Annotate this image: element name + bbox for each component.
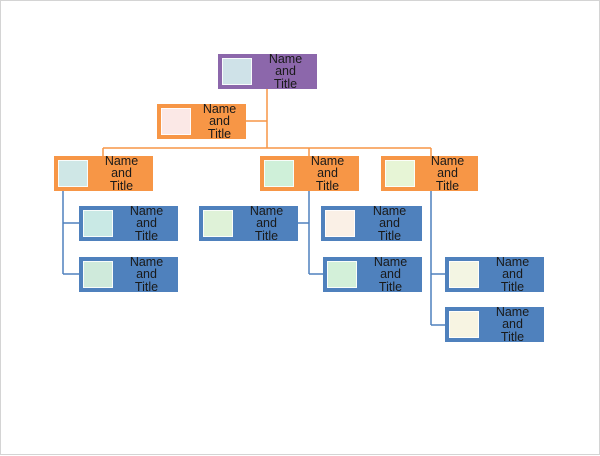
title-text: Title bbox=[500, 329, 525, 344]
and-text: and bbox=[502, 317, 523, 332]
title-text: Title bbox=[315, 178, 340, 193]
photo-placeholder bbox=[83, 261, 113, 288]
name-text: Name bbox=[430, 153, 465, 168]
and-text: and bbox=[111, 166, 132, 181]
photo-placeholder bbox=[449, 261, 479, 288]
name-text: Name bbox=[104, 153, 139, 168]
name-text: Name bbox=[495, 254, 530, 269]
name-text: Name bbox=[310, 153, 345, 168]
title-text: Title bbox=[378, 279, 403, 294]
photo-placeholder bbox=[58, 160, 88, 187]
and-text: and bbox=[437, 166, 458, 181]
name-text: Name bbox=[372, 203, 407, 218]
and-text: and bbox=[379, 216, 400, 231]
and-text: and bbox=[317, 166, 338, 181]
and-text: and bbox=[256, 216, 277, 231]
title-text: Title bbox=[109, 178, 134, 193]
photo-placeholder bbox=[161, 108, 191, 135]
title-text: Title bbox=[207, 126, 232, 141]
name-text: Name bbox=[129, 254, 164, 269]
name-text: Name bbox=[495, 304, 530, 319]
and-text: and bbox=[380, 267, 401, 282]
title-text: Title bbox=[273, 76, 298, 91]
and-text: and bbox=[502, 267, 523, 282]
photo-placeholder bbox=[83, 210, 113, 237]
title-text: Title bbox=[254, 228, 279, 243]
photo-placeholder bbox=[222, 58, 252, 85]
and-text: and bbox=[275, 64, 296, 79]
photo-placeholder bbox=[203, 210, 233, 237]
name-text: Name bbox=[249, 203, 284, 218]
name-text: Name bbox=[268, 51, 303, 66]
title-text: Title bbox=[134, 279, 159, 294]
photo-placeholder bbox=[264, 160, 294, 187]
title-text: Title bbox=[377, 228, 402, 243]
name-text: Name bbox=[202, 101, 237, 116]
title-text: Title bbox=[435, 178, 460, 193]
title-text: Title bbox=[500, 279, 525, 294]
and-text: and bbox=[136, 267, 157, 282]
photo-placeholder bbox=[385, 160, 415, 187]
photo-placeholder bbox=[449, 311, 479, 338]
title-text: Title bbox=[134, 228, 159, 243]
and-text: and bbox=[136, 216, 157, 231]
and-text: and bbox=[209, 114, 230, 129]
name-text: Name bbox=[373, 254, 408, 269]
photo-placeholder bbox=[325, 210, 355, 237]
photo-placeholder bbox=[327, 261, 357, 288]
name-text: Name bbox=[129, 203, 164, 218]
